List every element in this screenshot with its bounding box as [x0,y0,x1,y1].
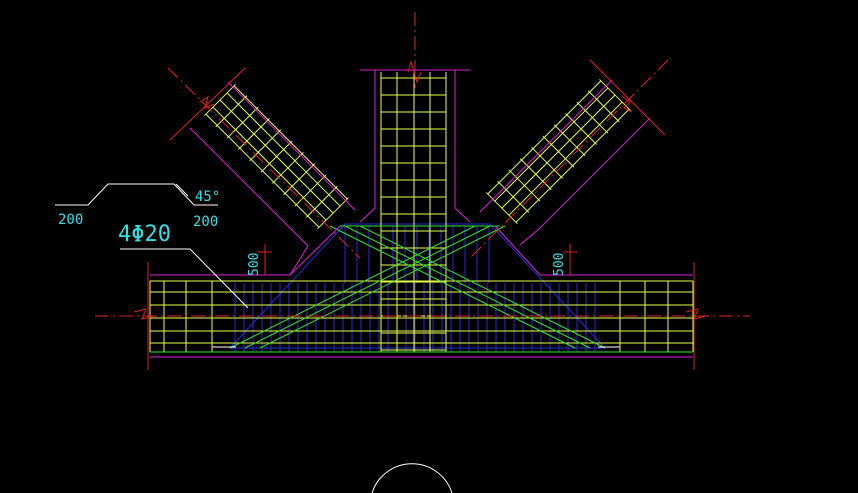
right-brace-stirrup [485,192,518,225]
bend-length-right: 200 [193,214,218,230]
left-brace-stirrup [226,106,259,139]
haunch-right-slope [494,225,541,276]
left-brace-stirrup [238,118,270,150]
right-brace-stirrup [542,135,575,168]
right-brace-stirrup [599,79,631,111]
bend-detail-shape [55,183,218,206]
left-brace-axis [167,67,361,259]
left-brace-stirrup [215,95,248,128]
left-brace-stirrup [271,151,304,184]
bent-up-bar [229,225,476,349]
left-brace-stirrup [283,163,316,196]
right-brace-stirrup [553,124,586,157]
right-brace-break-mark [621,95,633,113]
member-outline-layer [150,69,693,358]
right-brace-stirrup [497,180,530,213]
rebar-callout-leader [120,248,249,309]
left-brace-break-mark [199,95,215,109]
left-brace-stirrup [317,197,350,230]
bent-up-bar [259,225,506,349]
column-break-mark [407,60,422,84]
bend-angle-marker [175,183,189,197]
right-brace-stirrup [531,146,564,179]
bent-up-bar [244,225,491,349]
left-brace-upper-edge [227,81,356,211]
left-brace-stirrup [294,174,327,207]
right-brace-stirrup [519,158,552,191]
right-brace-stirrup [565,113,597,145]
right-brace-stirrup [576,101,609,134]
bend-length-left: 200 [58,212,83,228]
beam-right-break-mark [685,308,707,320]
left-brace-stirrup [305,185,338,218]
annotation-lines-layer [55,183,620,493]
right-brace-upper-edge [479,79,613,213]
bent-up-bar [359,225,606,349]
bend-angle: 45° [195,189,220,205]
left-brace-stirrup [204,84,236,116]
left-brace-stirrup [249,129,282,162]
dimension-left-500: 500 [247,253,262,276]
rebar-callout: 4Φ20 [118,222,171,247]
left-brace-stirrup [260,140,293,173]
left-brace-lower-edge [189,127,309,276]
right-brace-stirrup [587,90,620,123]
right-brace-lower-edge [519,117,651,246]
left-brace-section-line [169,67,246,141]
bent-up-bar [329,225,576,349]
axis-lines-layer [95,12,750,370]
dimension-right-500: 500 [552,253,567,276]
beam-left-break-mark [133,308,155,320]
bent-up-bar [344,225,591,349]
rebar-grid-layer [149,72,694,353]
haunch-left-slope [289,225,341,276]
section-callout-circle [371,463,453,493]
right-brace-section-line [589,59,666,136]
column-left-edge [359,70,376,223]
green-bars-layer [150,225,693,353]
column-right-edge [454,70,471,223]
right-brace-stirrup [508,169,541,202]
